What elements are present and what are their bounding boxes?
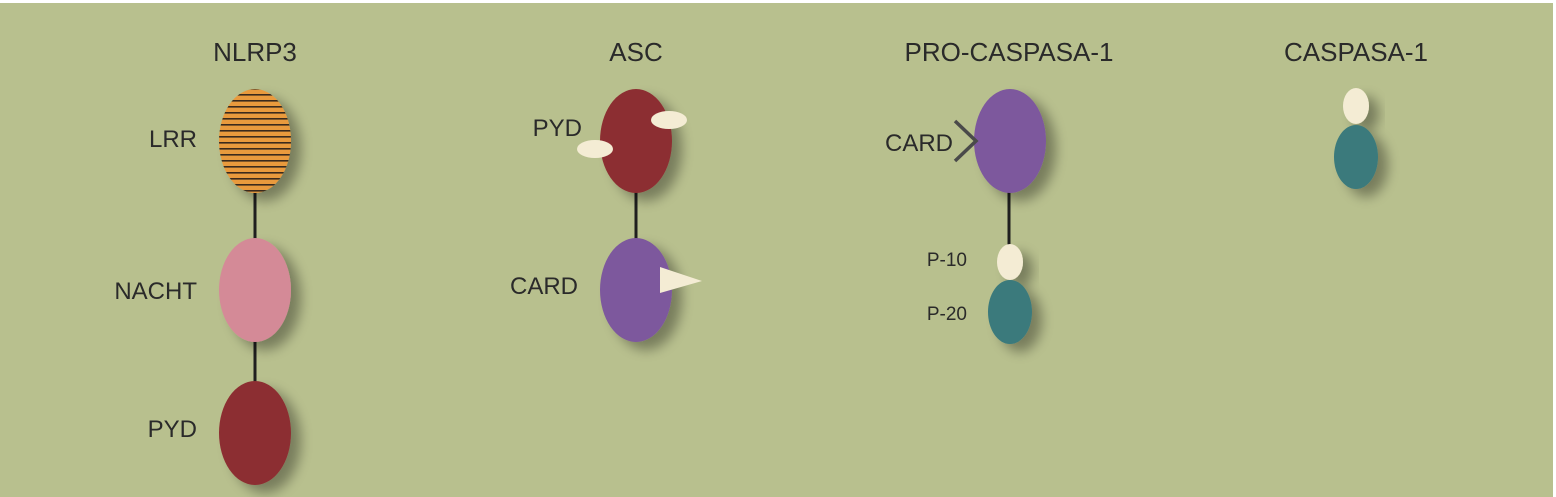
nlrp3-title: NLRP3 [213, 37, 297, 67]
caspase-title: CASPASA-1 [1284, 37, 1428, 67]
lrr-domain [219, 89, 291, 193]
nlrp3-pyd-domain [219, 381, 291, 485]
pro-caspase-card-label: CARD [885, 130, 953, 157]
asc-pyd-site-upper [651, 111, 687, 129]
nlrp3-column: NLRP3 LRR NACHT PYD [114, 37, 297, 485]
nlrp3-pyd-label: PYD [148, 416, 197, 443]
lrr-label: LRR [149, 126, 197, 153]
asc-card-arrow [660, 267, 702, 293]
p10-subunit [997, 244, 1023, 280]
pro-caspase-title: PRO-CASPASA-1 [904, 37, 1113, 67]
asc-pyd-site-lower [577, 140, 613, 158]
p20-subunit [988, 280, 1032, 344]
asc-column: ASC PYD CARD [510, 37, 702, 342]
nacht-label: NACHT [114, 278, 197, 305]
caspase-p10-subunit [1343, 88, 1369, 124]
nacht-domain [219, 238, 291, 342]
asc-title: ASC [609, 37, 662, 67]
pro-caspase-card-chevron [953, 119, 979, 163]
asc-card-label: CARD [510, 273, 578, 300]
p20-label: P-20 [927, 304, 967, 325]
pro-caspase-column: PRO-CASPASA-1 CARD P-10 P-20 [885, 37, 1114, 344]
asc-pyd-domain [600, 89, 672, 193]
caspase-p20-subunit [1334, 125, 1378, 189]
pro-caspase-card-domain [974, 89, 1046, 193]
lrr-ellipse [219, 89, 291, 193]
p10-label: P-10 [927, 250, 967, 271]
asc-pyd-label: PYD [533, 115, 582, 142]
caspase-column: CASPASA-1 [1284, 37, 1428, 189]
asc-card-domain [600, 238, 672, 342]
